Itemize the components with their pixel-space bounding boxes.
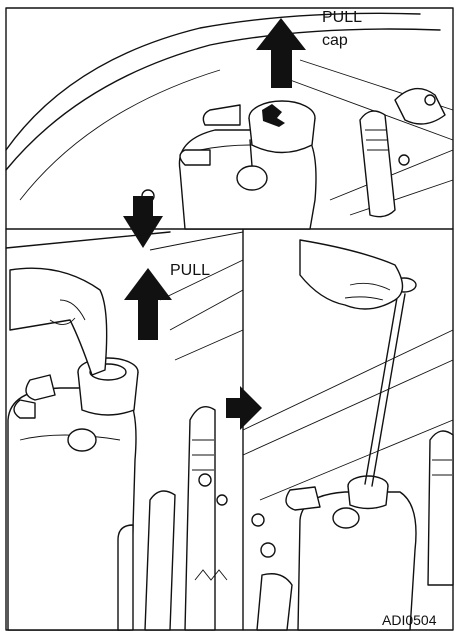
- bottom-right-panel: ADI0504: [243, 240, 453, 630]
- top-panel: PULL cap: [6, 9, 453, 248]
- bottom-left-panel: PULL: [6, 232, 243, 630]
- top-pull-label: PULL: [322, 9, 362, 26]
- br-dipstick: [365, 292, 398, 484]
- top-hose-right: [360, 111, 395, 217]
- bl-pull-label: PULL: [170, 262, 210, 279]
- bl-reservoir-body: [8, 388, 136, 630]
- down-step-arrow: [123, 196, 163, 248]
- br-hand: [300, 240, 403, 309]
- top-cap-label: cap: [322, 32, 348, 49]
- bl-hand: [10, 268, 107, 375]
- bl-pull-arrow: [124, 268, 172, 340]
- top-pull-arrow: [256, 18, 306, 88]
- figure-code: ADI0504: [382, 612, 437, 628]
